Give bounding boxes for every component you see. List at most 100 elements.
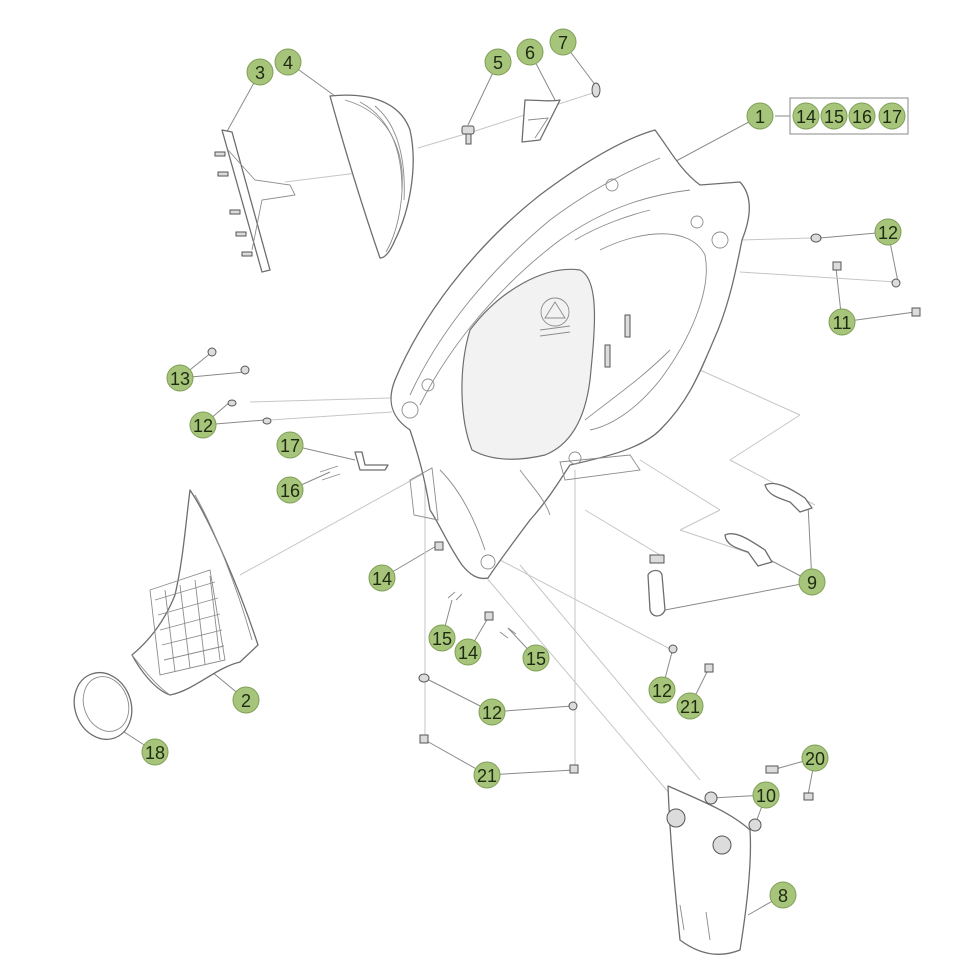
- callout-c12c: 12: [478, 698, 506, 726]
- clip-part: [521, 99, 561, 143]
- callout-c12b: 12: [189, 411, 217, 439]
- callout-c21a: 21: [473, 761, 501, 789]
- callout-bubble: [189, 411, 217, 439]
- callout-bubble: [232, 686, 260, 714]
- callout-number: 12: [193, 416, 213, 436]
- callout-bubble: [746, 102, 774, 130]
- clamp-ring-part: [73, 671, 133, 741]
- callout-number: 13: [170, 369, 190, 389]
- callout-bubble: [549, 28, 577, 56]
- airbox-housing-part: [390, 129, 750, 580]
- callout-number: 3: [255, 63, 265, 83]
- callout-bubble: [874, 218, 902, 246]
- callout-bubble: [828, 308, 856, 336]
- callout-c14b: 14: [368, 564, 396, 592]
- callout-bubble: [798, 568, 826, 596]
- callout-number: 14: [796, 107, 816, 127]
- callout-c4: 4: [274, 48, 302, 76]
- strap-parts: [647, 482, 813, 617]
- callout-bubble: [141, 738, 169, 766]
- callout-number: 17: [882, 107, 902, 127]
- callout-number: 6: [525, 43, 535, 63]
- hardware-nuts-bolts: [207, 233, 921, 832]
- filter-cage-part: [214, 129, 296, 273]
- callout-bubble: [473, 761, 501, 789]
- callout-c18: 18: [141, 738, 169, 766]
- callout-c1: 1: [746, 102, 774, 130]
- callout-c12d: 12: [648, 676, 676, 704]
- callout-number: 11: [833, 313, 852, 333]
- callout-c11: 11: [828, 308, 856, 336]
- callout-number: 1: [755, 107, 765, 127]
- callout-number: 15: [824, 107, 844, 127]
- callout-bubble: [752, 781, 780, 809]
- callout-c15b: 15: [428, 624, 456, 652]
- callout-number: 12: [878, 223, 898, 243]
- filter-cover-part: [329, 94, 414, 259]
- callout-number: 16: [280, 481, 300, 501]
- callout-c17a: 17: [878, 102, 906, 130]
- callout-bubble: [820, 102, 848, 130]
- callout-number: 2: [241, 691, 251, 711]
- callout-number: 15: [526, 649, 546, 669]
- callout-bubble: [368, 564, 396, 592]
- callout-c13: 13: [166, 364, 194, 392]
- callout-bubble: [478, 698, 506, 726]
- callout-c16b: 16: [276, 476, 304, 504]
- callout-bubble: [274, 48, 302, 76]
- callout-number: 4: [283, 53, 293, 73]
- callout-bubble: [769, 881, 797, 909]
- callout-bubble: [648, 676, 676, 704]
- callout-c6: 6: [516, 38, 544, 66]
- callout-number: 21: [680, 697, 700, 717]
- callout-bubble: [878, 102, 906, 130]
- callout-c7: 7: [549, 28, 577, 56]
- intake-boot-part: [131, 489, 259, 696]
- callout-c3: 3: [246, 58, 274, 86]
- callout-number: 18: [145, 743, 165, 763]
- callout-number: 9: [807, 573, 817, 593]
- callout-c2: 2: [232, 686, 260, 714]
- callout-number: 14: [372, 569, 392, 589]
- callout-bubble: [516, 38, 544, 66]
- callout-c12a: 12: [874, 218, 902, 246]
- kit-contents-box: [789, 97, 909, 135]
- callout-number: 17: [280, 436, 300, 456]
- callout-bubble: [276, 431, 304, 459]
- callout-c20: 20: [801, 744, 829, 772]
- callout-c14a: 14: [792, 102, 820, 130]
- callout-c9: 9: [798, 568, 826, 596]
- screw-part: [461, 125, 475, 145]
- callout-number: 20: [805, 749, 825, 769]
- callout-bubble: [484, 48, 512, 76]
- callout-bubble: [166, 364, 194, 392]
- callout-number: 14: [458, 643, 478, 663]
- callout-number: 12: [482, 703, 502, 723]
- callout-bubble: [246, 58, 274, 86]
- callout-number: 10: [756, 786, 776, 806]
- callout-c15c: 15: [522, 644, 550, 672]
- callout-number: 5: [493, 53, 503, 73]
- callout-number: 12: [652, 681, 672, 701]
- callout-c14c: 14: [454, 638, 482, 666]
- callout-c17b: 17: [276, 431, 304, 459]
- callout-bubble: [276, 476, 304, 504]
- callout-bubble: [454, 638, 482, 666]
- callout-bubble: [792, 102, 820, 130]
- callout-c5: 5: [484, 48, 512, 76]
- callout-c10: 10: [752, 781, 780, 809]
- callout-bubble: [522, 644, 550, 672]
- splash-guard-part: [666, 785, 752, 955]
- callout-number: 15: [432, 629, 452, 649]
- washer-part: [591, 82, 601, 98]
- callout-c21b: 21: [676, 692, 704, 720]
- callout-c8: 8: [769, 881, 797, 909]
- callout-number: 16: [852, 107, 872, 127]
- callout-bubble: [801, 744, 829, 772]
- callout-number: 21: [477, 766, 497, 786]
- callout-bubble: [676, 692, 704, 720]
- callout-bubble: [428, 624, 456, 652]
- callout-number: 7: [558, 33, 568, 53]
